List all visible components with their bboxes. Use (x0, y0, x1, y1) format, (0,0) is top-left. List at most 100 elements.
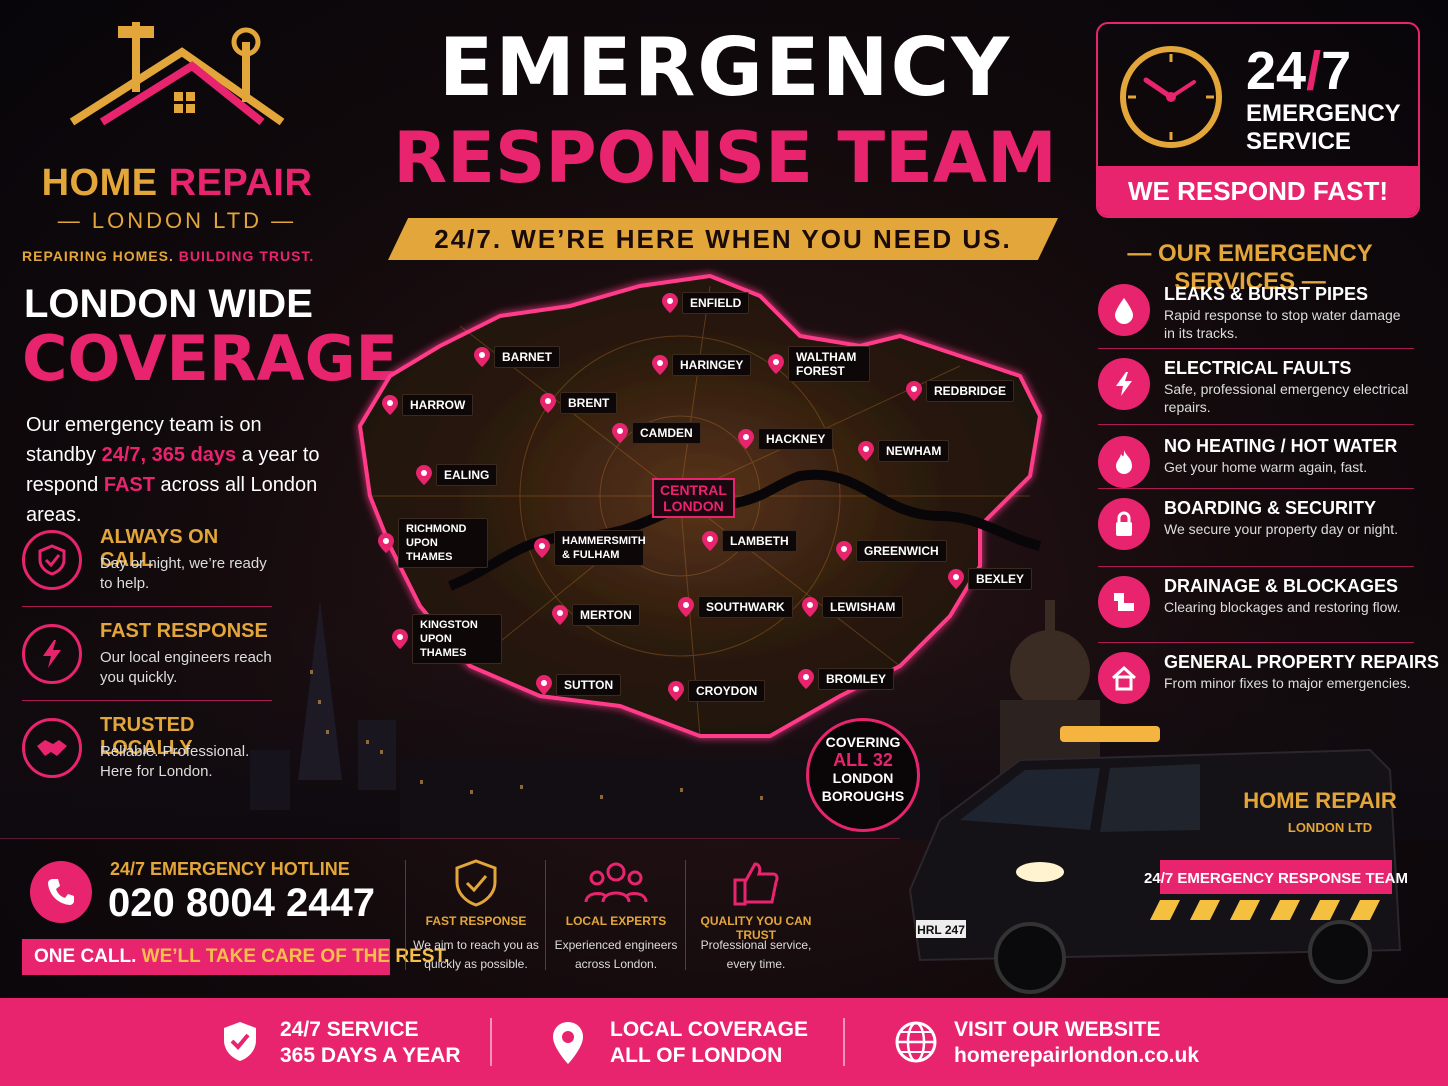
map-pin-harrow[interactable]: HARROW (382, 394, 474, 416)
location-pin-icon (540, 393, 556, 413)
lightning-icon (22, 624, 82, 684)
phone-icon[interactable] (30, 861, 92, 923)
divider (685, 860, 686, 970)
location-pin-icon (382, 395, 398, 415)
water-drop-icon (1098, 284, 1150, 336)
location-pin-icon (836, 541, 852, 561)
hotline-number[interactable]: 020 8004 2447 (108, 881, 375, 925)
house-icon (1098, 652, 1150, 704)
location-pin-icon (392, 629, 408, 649)
map-pin-hackney[interactable]: HACKNEY (738, 428, 834, 450)
location-pin-icon (378, 533, 394, 553)
logo-subtitle: — LONDON LTD — (57, 208, 297, 233)
location-pin-icon (536, 675, 552, 695)
one-call-banner: ONE CALL. WE’LL TAKE CARE OF THE REST. (22, 939, 449, 975)
svg-text:LONDON LTD: LONDON LTD (1288, 820, 1372, 835)
map-pin-greenwich[interactable]: GREENWICH (836, 540, 947, 562)
people-icon (584, 862, 648, 903)
map-pin-enfield[interactable]: ENFIELD (662, 292, 750, 314)
divider (1098, 348, 1414, 349)
map-pin-croydon[interactable]: CROYDON (668, 680, 766, 702)
divider (843, 1018, 845, 1066)
map-pin-sutton[interactable]: SUTTON (536, 674, 622, 696)
handshake-icon (22, 718, 82, 778)
map-pin-haringey[interactable]: HARINGEY (652, 354, 752, 376)
feature-fast-response: FAST RESPONSE Our local engineers reach … (22, 620, 272, 700)
map-pin-kingston[interactable]: KINGSTON UPON THAMES (392, 614, 502, 664)
headline-line1: EMERGENCY (438, 21, 1012, 114)
pipe-icon (1098, 576, 1150, 628)
logo-tagline: REPAIRING HOMES. BUILDING TRUST. (22, 248, 315, 264)
map-pin-bexley[interactable]: BEXLEY (948, 568, 1033, 590)
map-pin-hammersmith[interactable]: HAMMERSMITH & FULHAM (534, 530, 646, 566)
padlock-icon (1098, 498, 1150, 550)
divider (1098, 642, 1414, 643)
map-pin-bromley[interactable]: BROMLEY (798, 668, 894, 690)
location-pin-icon (798, 669, 814, 689)
location-pin-icon (474, 347, 490, 367)
hotline-title: 24/7 EMERGENCY HOTLINE (110, 859, 350, 879)
thumbs-up-icon (733, 862, 779, 906)
map-pin-camden[interactable]: CAMDEN (612, 422, 701, 444)
map-pin-waltham-forest[interactable]: WALTHAM FOREST (768, 346, 870, 382)
services-title: — OUR EMERGENCY SERVICES — (1127, 240, 1373, 295)
svg-text:HOME REPAIR: HOME REPAIR (1243, 788, 1397, 813)
headline-line2: RESPONSE TEAM (393, 117, 1057, 199)
map-pin-southwark[interactable]: SOUTHWARK (678, 596, 793, 618)
divider (22, 606, 272, 607)
shield-check-icon (455, 859, 497, 907)
divider (545, 860, 546, 970)
boroughs-badge: COVERING ALL 32 LONDON BOROUGHS (806, 718, 920, 832)
map-pin-newham[interactable]: NEWHAM (858, 440, 950, 462)
flame-icon (1098, 436, 1150, 488)
divider (22, 700, 272, 701)
feature-always-on-call: ALWAYS ON CALL Day or night, we’re ready… (22, 526, 272, 606)
divider (405, 860, 406, 970)
location-pin-icon (534, 538, 550, 558)
shield-check-icon (22, 530, 82, 590)
svg-text:HRL 247: HRL 247 (917, 923, 965, 937)
location-pin-icon (768, 354, 784, 374)
hotline-section: 24/7 EMERGENCY HOTLINE 020 8004 2447 ONE… (0, 838, 900, 998)
divider (1098, 566, 1414, 567)
service-hours-number: 24/7 (1246, 41, 1352, 101)
map-pin-barnet[interactable]: BARNET (474, 346, 560, 368)
map-pin-merton[interactable]: MERTON (552, 604, 640, 626)
location-pin-icon (702, 531, 718, 551)
feature-trusted-locally: TRUSTED LOCALLY Reliable. Professional. … (22, 714, 272, 794)
coverage-heading-2: COVERAGE (22, 322, 398, 395)
divider (1098, 424, 1414, 425)
company-logo: HOME REPAIR — LONDON LTD — REPAIRING HOM… (22, 22, 332, 264)
location-pin-icon (553, 1022, 583, 1064)
coverage-heading-1: LONDON WIDE (24, 282, 313, 326)
respond-fast-banner: WE RESPOND FAST! (1098, 166, 1418, 216)
svg-text:24/7 EMERGENCY RESPONSE TEAM: 24/7 EMERGENCY RESPONSE TEAM (1144, 870, 1408, 887)
map-pin-richmond[interactable]: RICHMOND UPON THAMES (378, 518, 488, 568)
location-pin-icon (948, 569, 964, 589)
divider (490, 1018, 492, 1066)
website-link[interactable]: homerepairlondon.co.uk (954, 1044, 1200, 1067)
location-pin-icon (612, 423, 628, 443)
location-pin-icon (678, 597, 694, 617)
location-pin-icon (662, 293, 678, 313)
shield-check-icon (224, 1022, 256, 1061)
map-pin-lewisham[interactable]: LEWISHAM (802, 596, 904, 618)
location-pin-icon (738, 429, 754, 449)
clock-icon (1120, 46, 1222, 148)
map-pin-lambeth[interactable]: LAMBETH (702, 530, 797, 552)
location-pin-icon (906, 381, 922, 401)
location-pin-icon (858, 441, 874, 461)
house-tools-icon (69, 22, 285, 126)
headline-banner: 24/7. WE’RE HERE WHEN YOU NEED US. (388, 218, 1058, 260)
map-pin-ealing[interactable]: EALING (416, 464, 498, 486)
location-pin-icon (552, 605, 568, 625)
map-pin-brent[interactable]: BRENT (540, 392, 618, 414)
map-pin-redbridge[interactable]: REDBRIDGE (906, 380, 1015, 402)
divider (1098, 488, 1414, 489)
location-pin-icon (416, 465, 432, 485)
